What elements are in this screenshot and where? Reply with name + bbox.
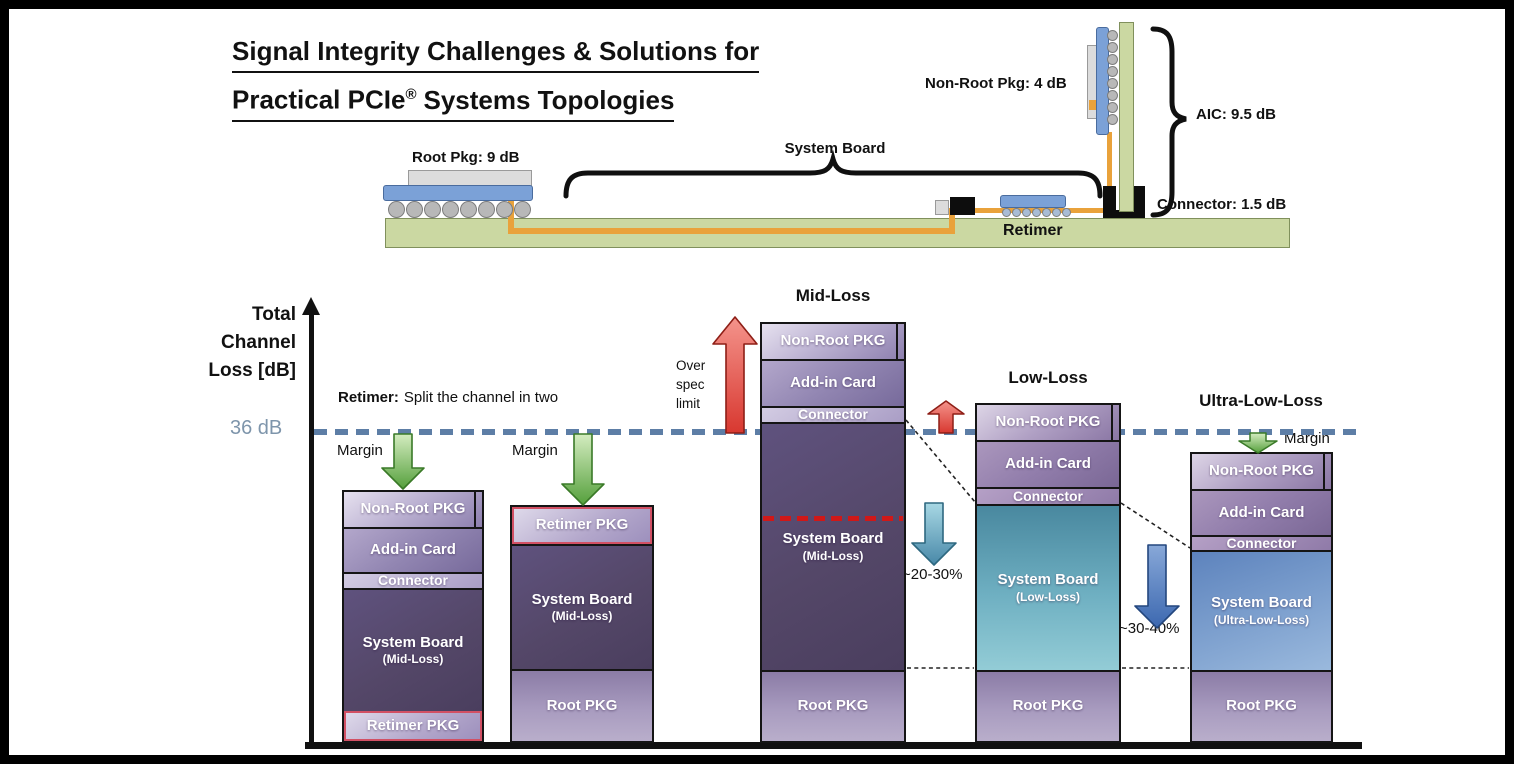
root-bga-balls bbox=[388, 201, 531, 218]
bar-retimer-root-half: Retimer PKG System Board (Mid-Loss) Root… bbox=[510, 505, 654, 743]
pcb-trace-main bbox=[508, 228, 955, 234]
segment-root-pkg: Root PKG bbox=[977, 670, 1119, 741]
over-spec-limit-label: Over spec limit bbox=[676, 358, 706, 411]
bar-low-loss: Non-Root PKG Add-in Card Connector Syste… bbox=[975, 403, 1121, 743]
margin-arrow-left bbox=[381, 433, 425, 490]
bar-retimer-card-half: Non-Root PKG Add-in Card Connector Syste… bbox=[342, 490, 484, 743]
retimer-chip bbox=[1000, 195, 1066, 208]
segment-add-in-card: Add-in Card bbox=[977, 440, 1119, 487]
connector-label: Connector: 1.5 dB bbox=[1157, 196, 1287, 213]
margin-label-left: Margin bbox=[337, 442, 383, 459]
segment-root-pkg: Root PKG bbox=[1192, 670, 1331, 741]
segment-system-board: System Board (Ultra-Low-Loss) bbox=[1192, 550, 1331, 670]
segment-connector: Connector bbox=[977, 487, 1119, 504]
group-title-ultra-low-loss: Ultra-Low-Loss bbox=[1199, 391, 1323, 410]
segment-connector: Connector bbox=[344, 572, 482, 588]
red-dashed-limit-marker bbox=[763, 516, 903, 521]
y-axis-line bbox=[309, 314, 314, 745]
root-pkg-label: Root Pkg: 9 dB bbox=[412, 149, 520, 166]
segment-system-board: System Board (Mid-Loss) bbox=[762, 422, 904, 670]
segment-non-root-pkg: Non-Root PKG bbox=[344, 492, 482, 527]
retimer-cap bbox=[935, 200, 949, 215]
segment-add-in-card: Add-in Card bbox=[344, 527, 482, 572]
bar-ultra-low-loss: Non-Root PKG Add-in Card Connector Syste… bbox=[1190, 452, 1333, 743]
aic-solder-dot bbox=[1089, 100, 1096, 110]
system-board-brace bbox=[563, 149, 1103, 199]
reduction-low-label: ~20-30% bbox=[902, 566, 963, 583]
spec-limit-label: 36 dB bbox=[230, 417, 283, 439]
slight-over-spec-arrow bbox=[927, 400, 965, 434]
aic-label: AIC: 9.5 dB bbox=[1196, 106, 1277, 123]
segment-system-board: System Board (Mid-Loss) bbox=[344, 588, 482, 711]
root-package bbox=[383, 185, 533, 201]
segment-system-board: System Board (Mid-Loss) bbox=[512, 544, 652, 669]
segment-add-in-card: Add-in Card bbox=[1192, 489, 1331, 535]
margin-arrow-mid bbox=[561, 433, 605, 506]
dashed-link-low-to-ultra bbox=[1120, 502, 1191, 549]
retimer-label: Retimer bbox=[1003, 222, 1063, 239]
non-root-pkg-label: Non-Root Pkg: 4 dB bbox=[925, 75, 1067, 92]
add-in-card-graphic bbox=[1119, 22, 1134, 212]
segment-connector: Connector bbox=[762, 406, 904, 422]
group-title-mid-loss: Mid-Loss bbox=[795, 286, 871, 305]
reduction-ultra-label: ~30-40% bbox=[1119, 620, 1180, 637]
segment-non-root-pkg: Non-Root PKG bbox=[762, 324, 904, 359]
aic-brace bbox=[1150, 26, 1187, 218]
segment-connector: Connector bbox=[1192, 535, 1331, 551]
connector-graphic bbox=[1103, 186, 1145, 218]
segment-non-root-pkg: Non-Root PKG bbox=[977, 405, 1119, 440]
group-title-low-loss: Low-Loss bbox=[1008, 368, 1088, 387]
reduction-arrow-low bbox=[911, 502, 957, 566]
retimer-bga-balls bbox=[1002, 208, 1071, 217]
retimer-component-black bbox=[950, 197, 975, 215]
segment-retimer-pkg: Retimer PKG bbox=[512, 507, 652, 544]
retimer-note: Retimer:Split the channel in two bbox=[338, 389, 559, 406]
segment-add-in-card: Add-in Card bbox=[762, 359, 904, 406]
slide-title: Signal Integrity Challenges & Solutions … bbox=[232, 34, 760, 127]
pcb-trace-step-vertical bbox=[949, 210, 955, 234]
over-spec-arrow bbox=[712, 316, 758, 434]
y-axis-arrowhead bbox=[302, 297, 320, 315]
bar-mid-loss: Non-Root PKG Add-in Card Connector Syste… bbox=[760, 322, 906, 743]
title-line-2: Practical PCIe®Systems Topologies bbox=[232, 78, 675, 122]
aic-bga-balls bbox=[1107, 30, 1118, 125]
title-line-1: Signal Integrity Challenges & Solutions … bbox=[232, 34, 760, 73]
margin-label-mid: Margin bbox=[512, 442, 558, 459]
system-board-label: System Board bbox=[784, 140, 886, 157]
segment-root-pkg: Root PKG bbox=[512, 669, 652, 741]
segment-system-board: System Board (Low-Loss) bbox=[977, 504, 1119, 670]
pcb-trace-aic-vertical bbox=[1107, 132, 1112, 218]
reduction-arrow-ultra bbox=[1134, 544, 1180, 629]
margin-arrow-right bbox=[1238, 432, 1278, 454]
registered-mark: ® bbox=[405, 86, 417, 103]
segment-root-pkg: Root PKG bbox=[762, 670, 904, 741]
segment-non-root-pkg: Non-Root PKG bbox=[1192, 454, 1331, 489]
y-axis-title: Total Channel Loss [dB] bbox=[208, 304, 296, 381]
segment-retimer-pkg: Retimer PKG bbox=[344, 711, 482, 741]
x-axis-line bbox=[305, 742, 1362, 749]
